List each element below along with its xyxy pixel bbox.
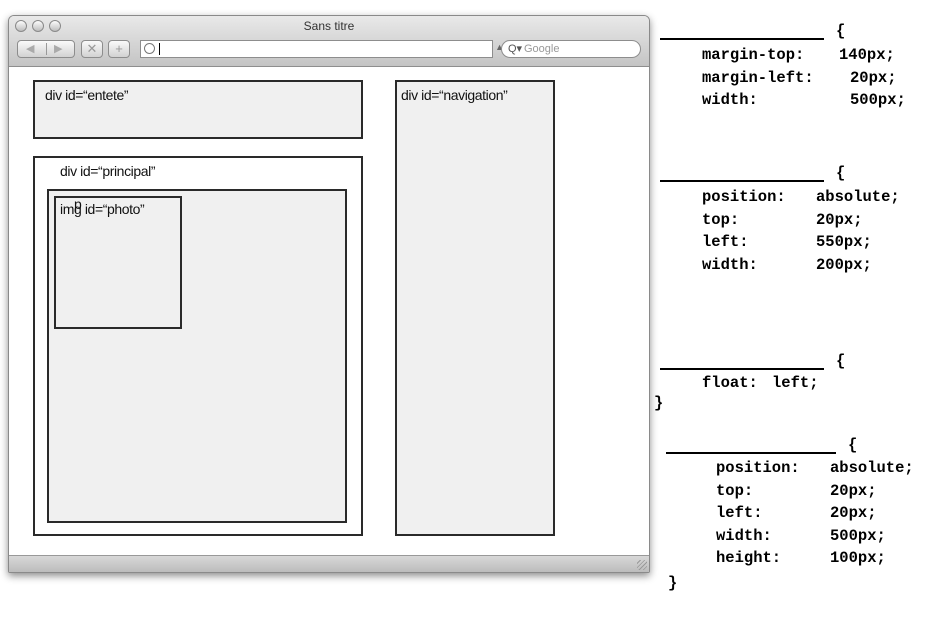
back-arrow-icon[interactable]: ◀	[26, 43, 35, 55]
rule-4-value-3: 20px;	[830, 504, 877, 522]
rule-1-open-brace: {	[836, 22, 846, 40]
rule-2-value-1: absolute;	[816, 188, 900, 206]
window-title: Sans titre	[303, 19, 355, 33]
rule-4-declarations: position:absolute; top:20px; left:20px; …	[716, 457, 914, 570]
rule-4-prop-2: top:	[716, 481, 754, 500]
rule-1-prop-1: margin-top:	[702, 46, 805, 64]
status-bar	[9, 555, 649, 572]
minimize-window-icon[interactable]	[32, 20, 44, 32]
text-cursor	[159, 43, 160, 55]
zoom-window-icon[interactable]	[49, 20, 61, 32]
navigation-box: div id=“navigation”	[395, 80, 555, 536]
rule-2-value-4: 200px;	[816, 255, 872, 274]
rule-4-open-brace: {	[848, 436, 858, 454]
back-forward-buttons[interactable]: ◀ ▶	[17, 40, 75, 58]
browser-window: Sans titre ◀ ▶ ✕ + ▲ Q▾ Google div id=“e…	[8, 15, 650, 573]
globe-icon	[144, 43, 155, 54]
rule-1-value-1: 140px;	[839, 46, 895, 64]
inner-content-box: img id=“photo” p	[47, 189, 347, 523]
button-separator	[46, 43, 47, 55]
search-field[interactable]: Q▾ Google	[501, 40, 641, 58]
selector-blank-3	[660, 368, 824, 370]
forward-arrow-icon[interactable]: ▶	[54, 43, 63, 55]
rule-4-prop-4: width:	[716, 526, 772, 545]
rule-3-value-1: left;	[772, 374, 819, 392]
rule-4-prop-5: height:	[716, 549, 782, 567]
photo-label: img id=“photo”	[60, 201, 145, 217]
resize-grip-icon[interactable]	[637, 560, 647, 570]
rule-1-prop-2: margin-left:	[702, 68, 814, 87]
principal-box: div id=“principal” img id=“photo” p	[33, 156, 363, 536]
close-window-icon[interactable]	[15, 20, 27, 32]
rule-2-value-3: 550px;	[816, 233, 872, 251]
rule-4-close-brace: }	[668, 574, 678, 592]
entete-box: div id=“entete”	[33, 80, 363, 139]
rule-4-prop-3: left:	[716, 504, 763, 522]
rule-4-value-1: absolute;	[830, 459, 914, 477]
rule-3-declarations: float: left;	[702, 372, 819, 395]
rule-1-declarations: margin-top: 140px; margin-left: 20px; widt…	[702, 44, 906, 112]
navigation-label: div id=“navigation”	[401, 87, 508, 103]
rule-3-open-brace: {	[836, 352, 846, 370]
rule-2-prop-2: top:	[702, 210, 740, 229]
rule-1-prop-3: width:	[702, 91, 758, 109]
photo-box: img id=“photo”	[54, 196, 182, 329]
principal-label: div id=“principal”	[60, 163, 156, 179]
rule-2-prop-3: left:	[702, 233, 749, 251]
chevron-down-icon[interactable]: ▲	[495, 42, 504, 52]
rule-1-value-3: 500px;	[850, 91, 906, 109]
add-bookmark-icon[interactable]: +	[108, 40, 130, 58]
entete-label: div id=“entete”	[45, 87, 129, 103]
selector-blank-4	[666, 452, 836, 454]
search-placeholder: Google	[524, 43, 560, 55]
rule-4-value-5: 100px;	[830, 549, 886, 567]
rule-4-prop-1: position:	[716, 459, 800, 477]
search-icon: Q▾	[508, 43, 523, 55]
rule-2-declarations: position: absolute; top: 20px; left: 550px;…	[702, 186, 900, 276]
title-bar: Sans titre ◀ ▶ ✕ + ▲ Q▾ Google	[9, 16, 649, 67]
rule-2-value-2: 20px;	[816, 210, 863, 229]
rule-4-value-4: 500px;	[830, 526, 886, 545]
paragraph-label: p	[74, 196, 82, 212]
selector-blank-1	[660, 38, 824, 40]
rule-4-value-2: 20px;	[830, 481, 877, 500]
rule-2-open-brace: {	[836, 164, 846, 182]
rule-2-prop-1: position:	[702, 188, 786, 206]
rule-3-close-brace: }	[654, 394, 664, 412]
rule-2-prop-4: width:	[702, 255, 758, 274]
rule-3-prop-1: float:	[702, 374, 758, 392]
rule-1-value-2: 20px;	[850, 68, 897, 87]
selector-blank-2	[660, 180, 824, 182]
address-bar[interactable]: ▲	[140, 40, 504, 58]
stop-icon[interactable]: ✕	[81, 40, 103, 58]
